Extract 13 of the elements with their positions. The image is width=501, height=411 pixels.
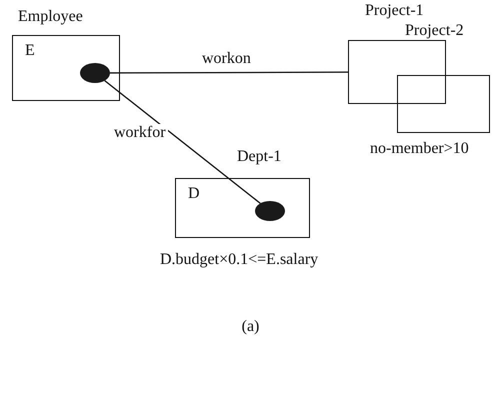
connector-line [104,80,261,204]
entity-label: E [25,42,35,60]
condition-text: D.budget×0.1<=E.salary [160,251,318,269]
entity-label: D [188,185,200,203]
condition-text: no-member>10 [370,140,469,158]
entity-title: Employee [18,8,83,26]
connector-line [110,72,348,74]
caption: (a) [242,318,260,335]
filled-ellipse [80,63,110,83]
entity-title: Project-2 [405,22,464,40]
filled-ellipse [255,201,285,221]
entity-title: Dept-1 [237,148,282,166]
entity-title: Project-1 [365,2,424,20]
